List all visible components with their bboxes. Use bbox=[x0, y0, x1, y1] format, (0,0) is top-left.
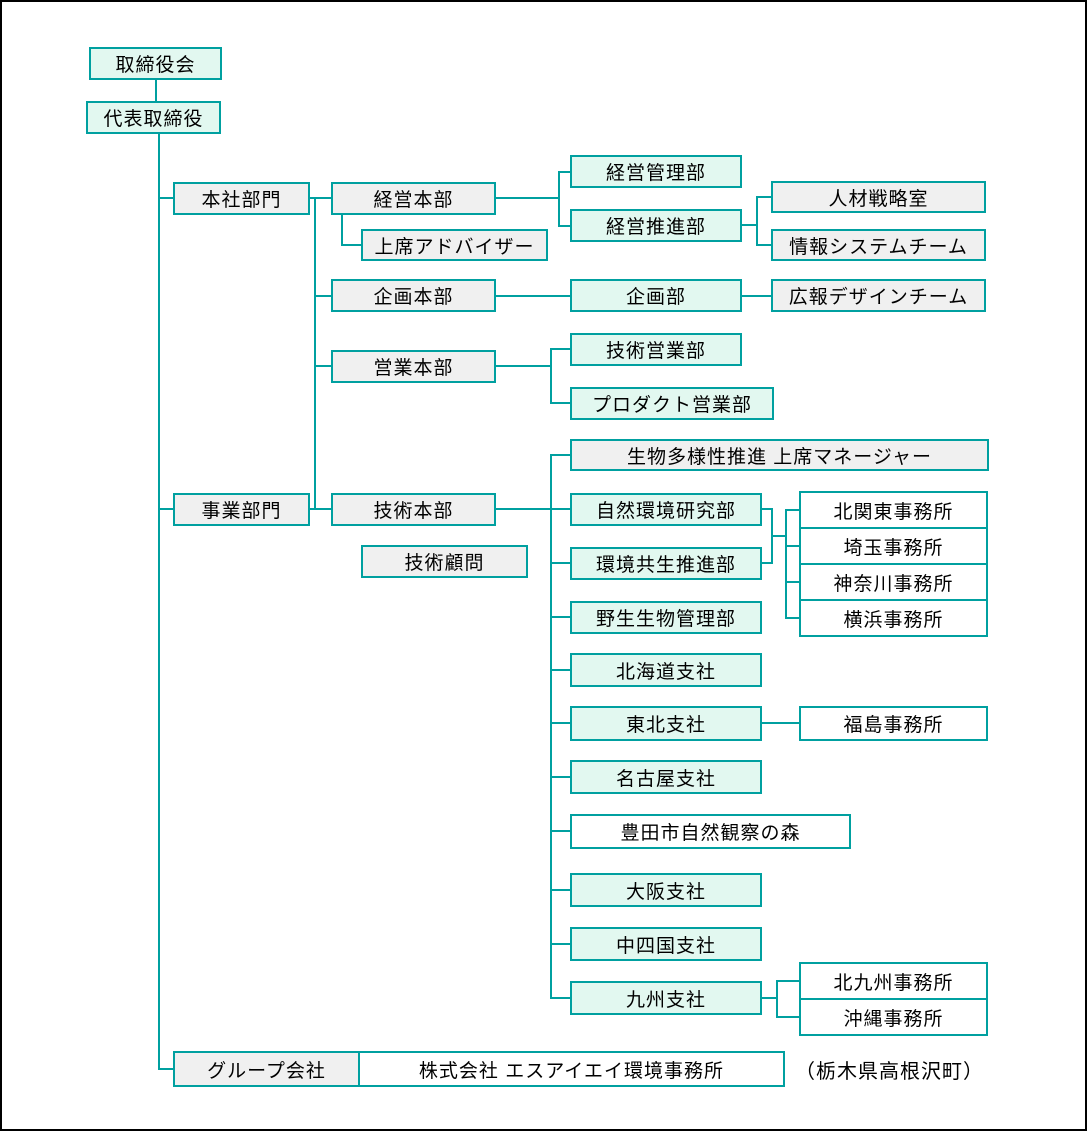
connector bbox=[776, 980, 778, 1018]
connector bbox=[785, 509, 787, 619]
node-chushikoku-branch: 中四国支社 bbox=[570, 927, 762, 961]
connector bbox=[558, 171, 570, 173]
node-yokohama-office: 横浜事務所 bbox=[801, 599, 986, 635]
connector bbox=[550, 348, 552, 404]
connector bbox=[550, 616, 570, 618]
connector bbox=[550, 348, 570, 350]
node-management-promotion-dept: 経営推進部 bbox=[570, 209, 742, 242]
group-company-location-note: （栃木県高根沢町） bbox=[795, 1060, 984, 1083]
node-kita-kanto-office: 北関東事務所 bbox=[833, 501, 954, 523]
connector bbox=[756, 196, 758, 246]
connector bbox=[341, 244, 361, 246]
node-planning-hq: 企画本部 bbox=[331, 279, 496, 312]
node-natural-env-research-dept: 自然環境研究部 bbox=[570, 493, 762, 526]
node-hokkaido-branch: 北海道支社 bbox=[570, 653, 762, 687]
connector bbox=[550, 402, 570, 404]
connector bbox=[155, 80, 157, 101]
connector bbox=[550, 997, 570, 999]
node-management-hq: 経営本部 bbox=[331, 182, 496, 215]
connector bbox=[742, 224, 758, 226]
node-business-division: 事業部門 bbox=[173, 493, 310, 526]
node-pr-design-team: 広報デザインチーム bbox=[771, 279, 986, 312]
connector bbox=[550, 454, 570, 456]
connector bbox=[550, 943, 570, 945]
node-biodiversity-senior-manager: 生物多様性推進 上席マネージャー bbox=[570, 439, 989, 471]
node-osaka-branch: 大阪支社 bbox=[570, 873, 762, 907]
node-technical-adviser: 技術顧問 bbox=[361, 545, 528, 578]
node-kanagawa-office: 神奈川事務所 bbox=[801, 563, 986, 599]
connector bbox=[785, 545, 799, 547]
connector bbox=[776, 1016, 800, 1018]
connector bbox=[550, 776, 570, 778]
node-nagoya-branch: 名古屋支社 bbox=[570, 760, 762, 794]
node-management-admin-dept: 経営管理部 bbox=[570, 155, 742, 188]
connector bbox=[314, 197, 316, 510]
connector bbox=[558, 225, 570, 227]
connector bbox=[158, 508, 173, 510]
connector bbox=[158, 1068, 173, 1070]
node-technology-hq: 技術本部 bbox=[331, 493, 496, 526]
node-kitakyushu-office: 北九州事務所 bbox=[833, 972, 954, 994]
node-saitama-office: 埼玉事務所 bbox=[801, 527, 986, 563]
connector bbox=[785, 581, 799, 583]
connector bbox=[785, 509, 799, 511]
kanto-offices-stack: 北関東事務所 埼玉事務所 神奈川事務所 横浜事務所 bbox=[799, 491, 988, 637]
connector bbox=[760, 997, 777, 999]
node-head-office-division: 本社部門 bbox=[173, 182, 310, 215]
node-senior-advisor: 上席アドバイザー bbox=[361, 229, 548, 261]
node-sales-hq: 営業本部 bbox=[331, 350, 496, 383]
node-wildlife-management-dept: 野生生物管理部 bbox=[570, 601, 762, 634]
connector bbox=[496, 365, 552, 367]
node-technical-sales-dept: 技術営業部 bbox=[570, 333, 742, 366]
node-env-coexistence-dept: 環境共生推進部 bbox=[570, 547, 762, 580]
connector bbox=[310, 197, 331, 199]
node-product-sales-dept: プロダクト営業部 bbox=[570, 387, 774, 420]
group-company-row: グループ会社 株式会社 エスアイエイ環境事務所 bbox=[173, 1051, 785, 1087]
node-kyushu-branch: 九州支社 bbox=[570, 981, 762, 1015]
connector bbox=[310, 508, 331, 510]
connector bbox=[756, 196, 771, 198]
connector bbox=[314, 365, 331, 367]
connector bbox=[771, 535, 787, 537]
node-group-company-name: 株式会社 エスアイエイ環境事務所 bbox=[360, 1053, 783, 1085]
kyushu-offices-stack: 北九州事務所 沖縄事務所 bbox=[799, 962, 988, 1036]
connector bbox=[558, 171, 560, 227]
connector bbox=[158, 197, 173, 199]
node-fukushima-office: 福島事務所 bbox=[799, 706, 988, 741]
connector bbox=[756, 244, 771, 246]
connector bbox=[760, 562, 773, 564]
connector bbox=[785, 617, 799, 619]
connector bbox=[742, 295, 771, 297]
node-planning-dept: 企画部 bbox=[570, 279, 742, 312]
connector bbox=[760, 722, 801, 724]
connector bbox=[776, 980, 800, 982]
connector bbox=[496, 508, 570, 510]
connector bbox=[314, 295, 331, 297]
node-representative-director: 代表取締役 bbox=[86, 101, 221, 134]
connector bbox=[550, 889, 570, 891]
node-okinawa-office: 沖縄事務所 bbox=[801, 998, 986, 1034]
node-info-system-team: 情報システムチーム bbox=[771, 229, 986, 261]
node-group-company-label: グループ会社 bbox=[175, 1053, 360, 1085]
connector bbox=[496, 197, 558, 199]
connector bbox=[158, 134, 160, 1070]
node-tohoku-branch: 東北支社 bbox=[570, 706, 762, 741]
connector bbox=[550, 722, 570, 724]
connector bbox=[550, 669, 570, 671]
node-board-of-directors: 取締役会 bbox=[89, 47, 222, 80]
connector bbox=[760, 508, 773, 510]
connector bbox=[550, 454, 552, 999]
connector bbox=[550, 562, 570, 564]
node-hr-strategy-office: 人材戦略室 bbox=[771, 181, 986, 213]
connector bbox=[550, 830, 570, 832]
connector bbox=[341, 215, 343, 246]
node-toyota-nature-observation-forest: 豊田市自然観察の森 bbox=[570, 814, 851, 849]
connector bbox=[496, 295, 570, 297]
